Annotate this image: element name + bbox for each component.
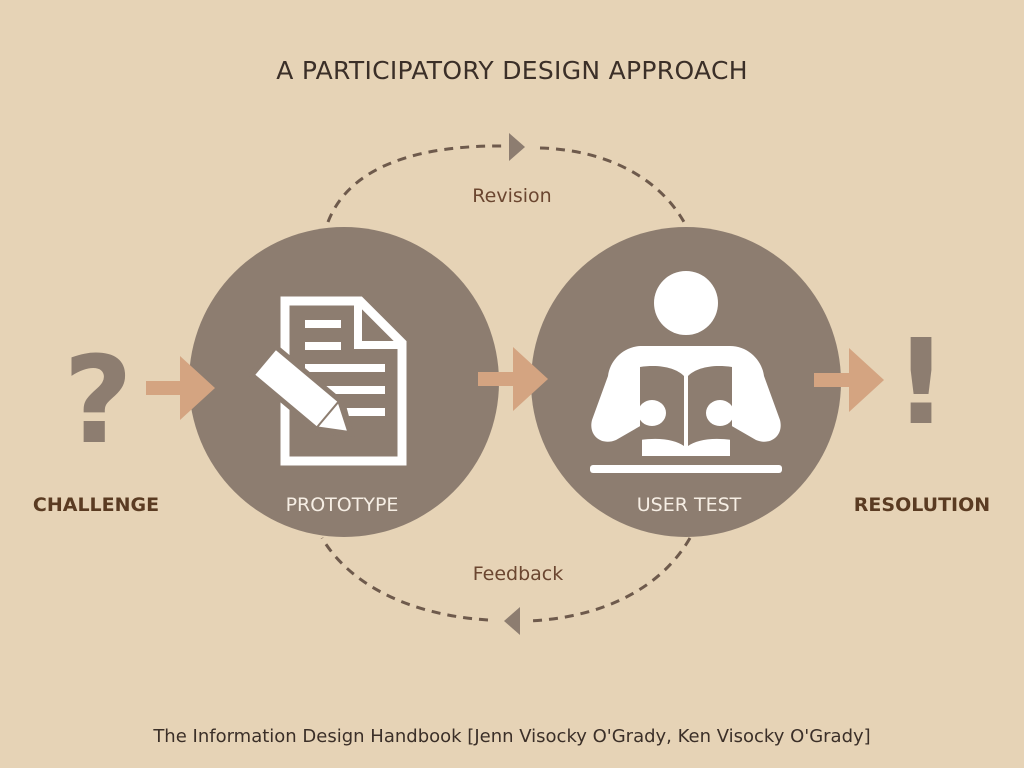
revision-dashed-path bbox=[326, 144, 506, 223]
feedback-dashed-path bbox=[527, 537, 692, 623]
page-title: A PARTICIPATORY DESIGN APPROACH bbox=[276, 56, 748, 85]
user-test-label: USER TEST bbox=[637, 494, 742, 516]
feedback-dashed-path-left bbox=[320, 537, 489, 622]
challenge-symbol: ? bbox=[63, 332, 133, 471]
prototype-circle bbox=[189, 227, 499, 537]
resolution-label: RESOLUTION bbox=[854, 494, 990, 516]
arrow-icon-user-test-to-resolution bbox=[814, 348, 884, 412]
credit-text: The Information Design Handbook [Jenn Vi… bbox=[152, 726, 870, 747]
feedback-label: Feedback bbox=[473, 563, 563, 585]
arrow-icon-prototype-to-user-test bbox=[478, 347, 548, 411]
revision-label: Revision bbox=[472, 185, 551, 207]
prototype-label: PROTOTYPE bbox=[286, 494, 399, 516]
revision-dashed-path-right bbox=[539, 146, 686, 223]
feedback-arrowhead-icon bbox=[504, 607, 520, 635]
document-pencil-icon bbox=[247, 296, 407, 466]
challenge-label: CHALLENGE bbox=[33, 494, 159, 516]
arrow-icon-challenge-to-prototype bbox=[146, 356, 215, 420]
person-reading-icon bbox=[590, 271, 782, 473]
resolution-symbol: ! bbox=[894, 313, 948, 451]
revision-arrowhead-icon bbox=[509, 133, 525, 161]
